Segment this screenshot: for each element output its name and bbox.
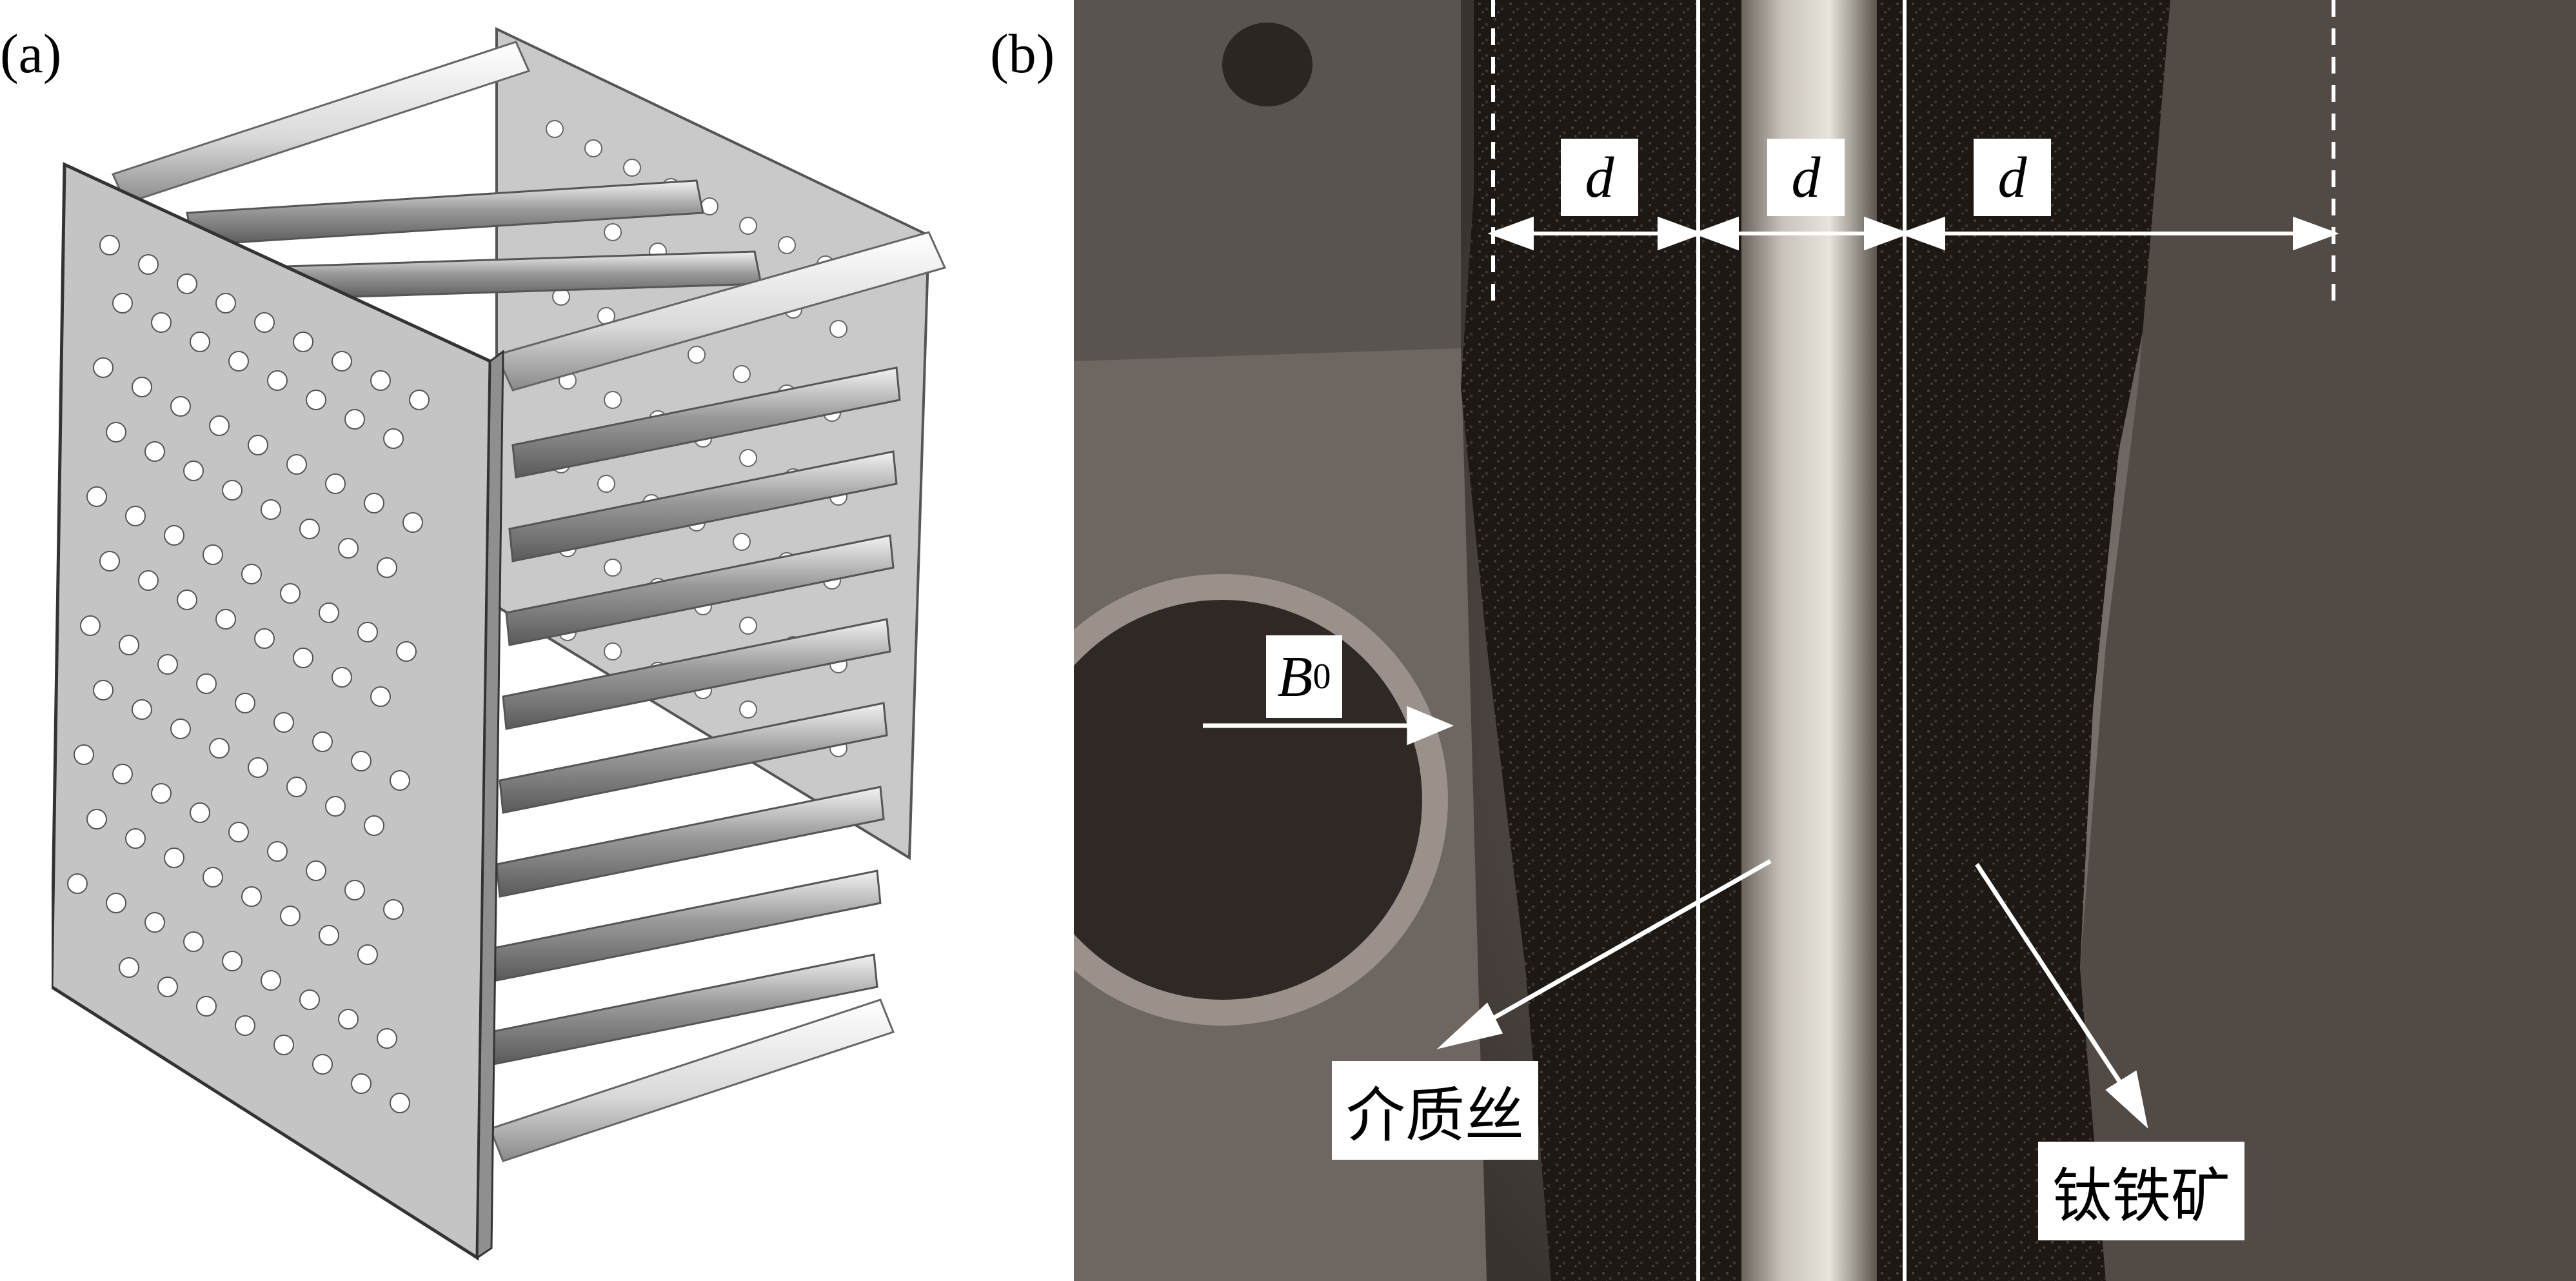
spacing-label-left: d bbox=[1561, 139, 1638, 216]
side-rods bbox=[489, 366, 901, 1066]
wire-label: 介质丝 bbox=[1332, 1061, 1539, 1160]
front-plate-edge bbox=[476, 349, 504, 1260]
cage-drawing bbox=[52, 26, 947, 1261]
field-arrow bbox=[1203, 706, 1454, 746]
right-background bbox=[2080, 0, 2576, 1281]
top-rods bbox=[111, 41, 947, 392]
bolt-head bbox=[1222, 23, 1313, 106]
guide-lines bbox=[1491, 0, 2335, 1281]
mineral-label: 钛铁矿 bbox=[2038, 1142, 2245, 1240]
pointer-arrows bbox=[1436, 859, 2148, 1129]
bottom-rods bbox=[489, 998, 895, 1162]
panel-b-label: (b) bbox=[990, 23, 1055, 84]
spacing-label-right: d bbox=[1974, 139, 2051, 216]
front-plate-holes bbox=[67, 235, 430, 1113]
port-hole bbox=[1074, 574, 1448, 1026]
spacing-label-center: d bbox=[1767, 139, 1845, 216]
panel-a-label: (a) bbox=[0, 23, 62, 84]
spacing-arrows bbox=[1487, 216, 2339, 251]
